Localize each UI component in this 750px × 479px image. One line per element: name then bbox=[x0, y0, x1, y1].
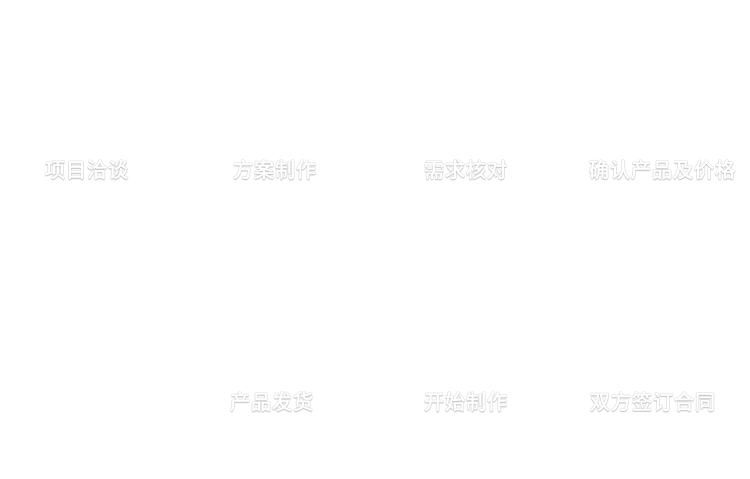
flow-step-sign-contract: 双方签订合同 bbox=[590, 390, 716, 414]
flow-step-requirements-check: 需求核对 bbox=[424, 158, 508, 182]
flow-step-project-negotiation: 项目洽谈 bbox=[45, 158, 129, 182]
flow-step-proposal-creation: 方案制作 bbox=[233, 158, 317, 182]
flow-step-product-shipment: 产品发货 bbox=[230, 390, 314, 414]
flow-step-start-production: 开始制作 bbox=[424, 390, 508, 414]
flow-step-confirm-product-price: 确认产品及价格 bbox=[589, 158, 736, 182]
